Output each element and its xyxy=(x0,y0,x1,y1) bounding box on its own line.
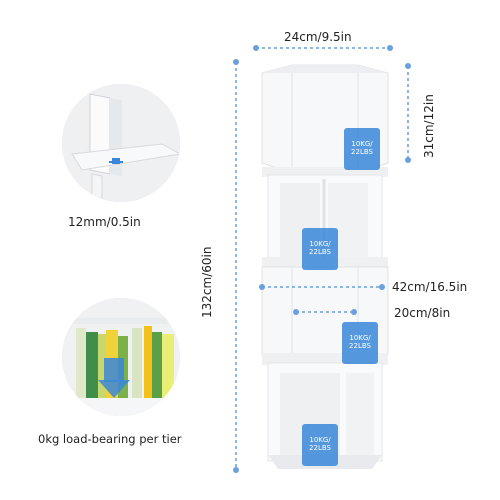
load-badge-tier-1-text: 10KG/ 22LBS xyxy=(351,140,373,156)
thickness-detail-circle xyxy=(62,84,180,202)
load-badge-tier-2-text: 10KG/ 22LBS xyxy=(309,240,331,256)
load-badge-tier-1 xyxy=(344,128,380,170)
width-label: 24cm/9.5in xyxy=(284,30,352,44)
height-label: 132cm/60in xyxy=(200,246,214,318)
books-detail-circle xyxy=(62,298,180,416)
load-badge-tier-3 xyxy=(342,322,378,364)
load-badge-tier-2 xyxy=(302,228,338,270)
load-badge-tier-3-text: 10KG/ 22LBS xyxy=(349,334,371,350)
load-badge-tier-4 xyxy=(302,424,338,466)
load-bearing-label: 0kg load-bearing per tier xyxy=(38,432,182,446)
inner-label: 20cm/8in xyxy=(394,306,451,320)
load-badge-tier-4-text: 10KG/ 22LBS xyxy=(309,436,331,452)
board-thickness-label: 12mm/0.5in xyxy=(68,215,141,229)
board-corner-illustration xyxy=(62,84,180,202)
tier-height-label: 31cm/12in xyxy=(422,94,436,158)
diagonal-label: 42cm/16.5in xyxy=(392,280,468,294)
books-illustration xyxy=(62,298,180,416)
